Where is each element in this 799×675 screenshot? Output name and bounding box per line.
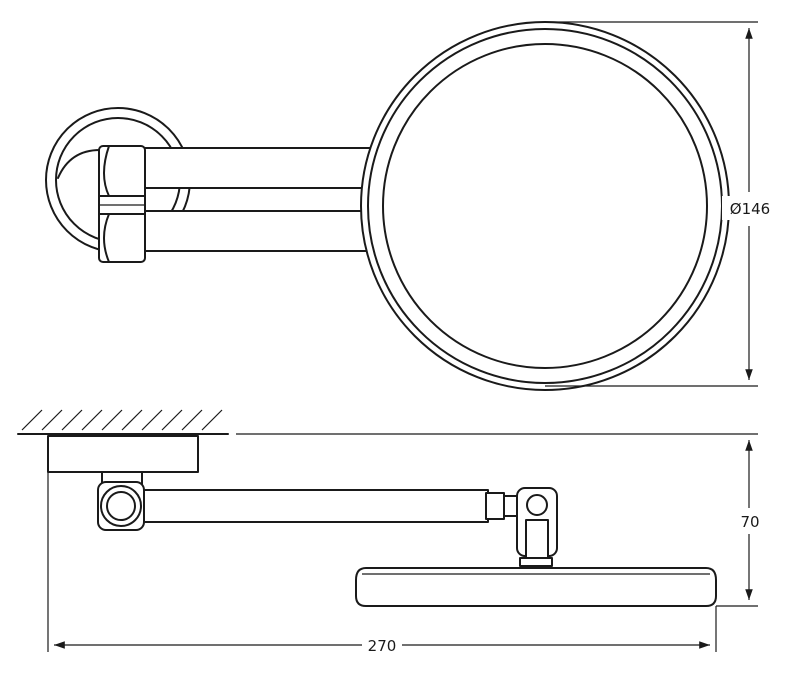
hinge-joint bbox=[98, 145, 146, 263]
diameter-label: Ø146 bbox=[730, 200, 770, 218]
length-label: 270 bbox=[368, 637, 397, 655]
diameter-dimension: Ø146 bbox=[545, 21, 778, 387]
length-dimension: 270 bbox=[47, 472, 717, 655]
side-arm bbox=[129, 489, 505, 523]
base-elbow bbox=[97, 481, 145, 531]
swing-arms bbox=[129, 147, 371, 252]
wall-hatching bbox=[17, 409, 758, 435]
base-plate bbox=[47, 435, 199, 487]
height-dimension: 70 bbox=[716, 440, 760, 607]
top-view: Ø146 bbox=[45, 21, 778, 391]
side-view: 70 270 bbox=[17, 409, 760, 655]
mirror-hinge bbox=[503, 487, 558, 567]
mirror-side-profile bbox=[355, 567, 717, 607]
height-label: 70 bbox=[740, 513, 759, 531]
round-mirror bbox=[360, 21, 730, 391]
